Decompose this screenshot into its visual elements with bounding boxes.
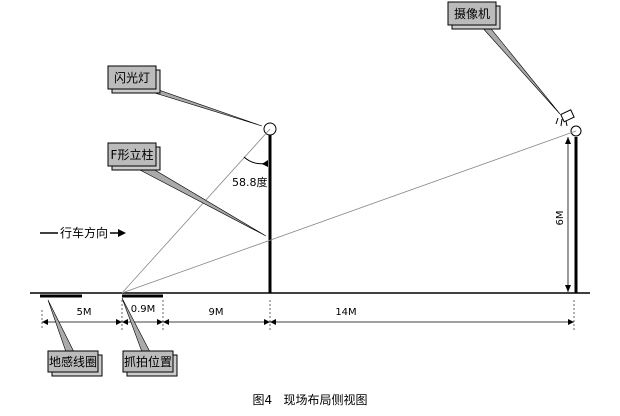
dimension-5m: 5M bbox=[77, 307, 92, 318]
direction-label: 行车方向 bbox=[60, 225, 108, 240]
callout-pole-label: F形立柱 bbox=[111, 147, 154, 162]
callout-loop: 地感线圈 bbox=[47, 299, 103, 377]
callout-loop-label: 地感线圈 bbox=[49, 354, 97, 369]
callout-camera: 摄像机 bbox=[447, 1, 561, 115]
height-dimension: 6M bbox=[555, 137, 571, 292]
direction-indicator: 行车方向 bbox=[40, 225, 126, 240]
flash-lamp bbox=[263, 122, 277, 136]
angle-label: 58.8度 bbox=[232, 175, 268, 189]
callout-capture: 抓拍位置 bbox=[121, 297, 178, 377]
angle-arrow-icon bbox=[262, 160, 268, 167]
camera-mount bbox=[570, 125, 582, 137]
figure-caption: 图4 现场布局侧视图 bbox=[252, 392, 367, 407]
callout-camera-label: 摄像机 bbox=[454, 6, 490, 21]
callout-pole: F形立柱 bbox=[107, 142, 267, 237]
callout-capture-label: 抓拍位置 bbox=[124, 354, 172, 369]
dimension-9m: 9M bbox=[209, 307, 224, 318]
camera-icon bbox=[555, 109, 575, 127]
dimension-14m: 14M bbox=[335, 307, 356, 318]
callout-flash-label: 闪光灯 bbox=[114, 71, 150, 85]
arrow-right-icon bbox=[118, 229, 126, 237]
camera-sight-line bbox=[121, 130, 577, 294]
distance-dimensions: 5M 0.9M 9M 14M bbox=[41, 300, 575, 330]
dimension-0-9m: 0.9M bbox=[131, 304, 156, 315]
callout-flash: 闪光灯 bbox=[107, 65, 263, 127]
flash-beam-line bbox=[121, 128, 271, 294]
height-label: 6M bbox=[555, 211, 566, 226]
